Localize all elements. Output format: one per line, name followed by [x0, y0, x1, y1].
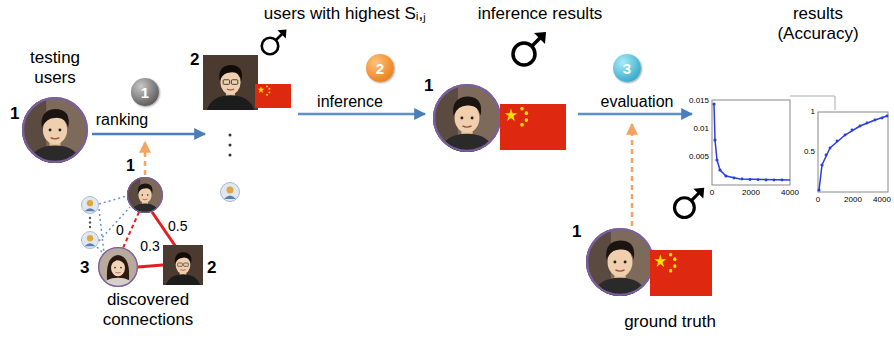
heading: inference results [478, 4, 603, 24]
step-circle: 1 [131, 78, 159, 106]
china-flag [255, 84, 291, 108]
step-label: inference [317, 92, 383, 111]
step-label: ranking [96, 110, 148, 129]
axis-tick: 0 [710, 188, 714, 198]
callout-number: 2 [190, 50, 199, 70]
china-flag [500, 104, 566, 150]
callout-number: 3 [80, 258, 89, 278]
avatar-icon [81, 231, 98, 248]
step-number: 1 [141, 85, 149, 100]
step-number: 3 [623, 61, 631, 76]
axis-tick: 4000 [781, 188, 799, 198]
caption-label: ground truth [624, 312, 716, 332]
callout-number: 2 [207, 258, 216, 278]
chart-dots [817, 115, 888, 192]
strong-link [138, 265, 163, 267]
inference-arrow [298, 113, 425, 116]
caption-label: discovered connections [92, 290, 204, 331]
axis-tick: 4000 [873, 195, 891, 205]
axis-tick: 0.01 [693, 124, 709, 134]
user-photo [127, 177, 163, 213]
step-label: evaluation [601, 92, 674, 111]
edge-weight: 0.5 [168, 218, 187, 235]
callout-number: 1 [424, 76, 433, 96]
edge-weight: 0 [116, 222, 124, 239]
user-photo [203, 55, 258, 110]
ranking-arrow [92, 133, 205, 136]
avatar-icon [221, 183, 240, 202]
chart-curve [714, 104, 790, 180]
axis-tick: 2000 [742, 188, 760, 198]
callout-number: 1 [126, 156, 135, 175]
heading: results (Accuracy) [768, 4, 868, 45]
male-symbol [262, 30, 287, 55]
callout-number: 1 [572, 222, 581, 242]
zero-link [123, 212, 139, 248]
axis-tick: 2000 [844, 195, 862, 205]
china-flag [650, 250, 712, 296]
user-photo [98, 247, 138, 287]
male-symbol [513, 32, 546, 65]
step-circle: 2 [366, 54, 394, 82]
chart-dots [712, 102, 783, 181]
chart-frame [818, 112, 888, 192]
axis-tick: 1 [811, 107, 815, 117]
step-number: 2 [376, 61, 384, 76]
dashed-arrow [144, 142, 147, 175]
user-photo [163, 245, 203, 285]
callout-number: 1 [10, 104, 19, 124]
edge-weight: 0.3 [140, 238, 159, 255]
heading: users with highest Sᵢ,ⱼ [264, 4, 427, 24]
ellipsis-dots [229, 134, 232, 157]
axis-tick: 0 [816, 195, 820, 205]
dashed-arrow [631, 124, 634, 226]
chart-frame [712, 100, 790, 185]
ellipsis-dots [89, 217, 91, 228]
axis-tick: 0.015 [689, 96, 709, 106]
step-circle: 3 [613, 54, 641, 82]
user-photo [433, 84, 501, 152]
avatar-icon [81, 196, 98, 213]
chart-curve [819, 116, 887, 190]
user-photo [22, 97, 88, 163]
axis-tick: 0.005 [689, 152, 709, 162]
heading: testing users [19, 48, 91, 89]
user-photo [586, 228, 654, 296]
evaluation-arrow [578, 113, 692, 116]
axis-tick: 0.5 [804, 147, 815, 157]
male-symbol [675, 188, 705, 218]
